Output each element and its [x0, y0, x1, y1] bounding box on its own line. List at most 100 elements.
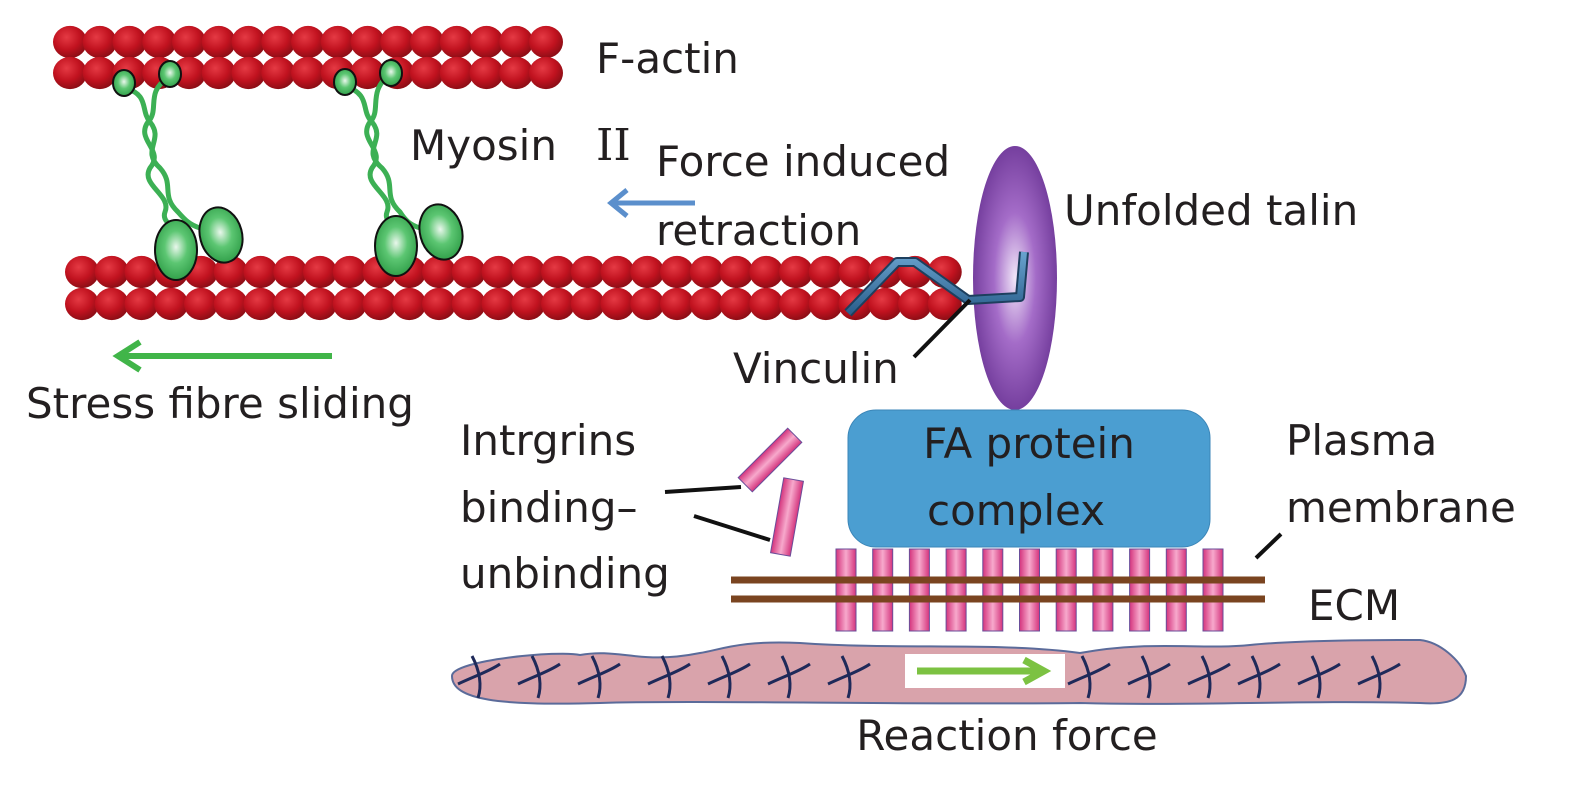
actin-bead	[898, 287, 932, 321]
actin-bead	[481, 255, 516, 289]
ecm-fiber	[827, 662, 871, 686]
actin-bead	[838, 255, 873, 289]
ecm-fiber	[530, 655, 542, 699]
actin-bead	[261, 56, 296, 90]
actin-bead	[529, 25, 563, 59]
actin-bead	[82, 25, 117, 59]
actin-bead	[422, 287, 456, 321]
actin-bead	[927, 287, 962, 321]
integrin-leader-line-2	[693, 514, 771, 542]
actin-bead	[570, 255, 605, 289]
actin-bead	[600, 255, 635, 289]
actin-bead	[469, 25, 504, 59]
integrin-bar	[1202, 548, 1224, 632]
actin-bead	[154, 287, 189, 321]
actin-bead	[499, 56, 534, 90]
force-retraction-label-line1: Force induced	[656, 137, 950, 186]
actin-bead	[439, 25, 474, 59]
actin-bead	[291, 25, 325, 59]
ecm-fiber	[1310, 655, 1322, 699]
integrin-bar	[1165, 548, 1187, 632]
actin-bead	[630, 287, 665, 321]
f-actin-filament-bottom	[65, 255, 962, 321]
ecm-fiber	[1370, 655, 1382, 699]
integrin-bar	[1055, 548, 1077, 632]
actin-bead	[808, 255, 843, 289]
actin-bead	[261, 25, 296, 59]
integrin-bar	[1019, 548, 1040, 632]
actin-bead	[660, 255, 694, 289]
actin-bead	[779, 255, 813, 289]
actin-bead	[779, 287, 813, 321]
actin-bead	[451, 287, 486, 321]
ecm-fiber	[780, 655, 792, 699]
ecm-fiber	[720, 655, 732, 699]
actin-bead	[630, 255, 665, 289]
actin-bead	[53, 56, 87, 90]
ecm-fiber	[577, 662, 621, 686]
actin-bead	[469, 56, 504, 90]
stress-fibre-arrow	[112, 339, 332, 373]
ecm-fiber	[1187, 662, 1231, 686]
vinculin-shape	[845, 251, 1027, 316]
integrins-label-line2: binding–	[460, 483, 638, 532]
actin-bead	[184, 287, 218, 321]
actin-bead	[660, 287, 694, 321]
actin-bead	[529, 56, 563, 90]
actin-bead	[350, 25, 385, 59]
ecm-fiber	[1297, 662, 1341, 686]
actin-bead	[719, 287, 754, 321]
actin-bead	[124, 255, 159, 289]
bound-integrins	[835, 548, 1224, 632]
plasma-membrane-label-line2: membrane	[1286, 483, 1516, 532]
actin-bead	[332, 255, 367, 289]
integrin-bar	[945, 548, 967, 632]
integrin-bar	[872, 548, 894, 632]
actin-bead	[362, 287, 397, 321]
myosin-motor-2	[333, 59, 464, 277]
actin-bead	[172, 25, 206, 59]
integrins-label-line3: unbinding	[460, 549, 670, 598]
myosin-roman-label: II	[596, 120, 631, 171]
plasma-membrane-leader-line	[1254, 532, 1283, 560]
actin-bead	[719, 255, 754, 289]
vinculin-label: Vinculin	[733, 344, 899, 393]
ecm-fiber	[1250, 655, 1262, 699]
integrins-label-line1: Intrgrins	[460, 416, 636, 465]
actin-bead	[570, 287, 605, 321]
actin-bead	[231, 25, 266, 59]
myosin-motor-1	[112, 60, 244, 281]
actin-bead	[350, 56, 385, 90]
actin-bead	[124, 287, 159, 321]
ecm-fiber	[517, 662, 561, 686]
ecm-fiber	[1127, 662, 1171, 686]
actin-bead	[749, 255, 784, 289]
ecm-fiber	[590, 655, 602, 699]
actin-bead	[82, 56, 117, 90]
actin-bead	[392, 287, 427, 321]
fa-complex-label-line2: complex	[927, 486, 1105, 535]
actin-bead	[94, 255, 129, 289]
unfolded-talin-label: Unfolded talin	[1064, 186, 1358, 235]
ecm-fiber	[1237, 662, 1281, 686]
f-actin-label: F-actin	[596, 34, 739, 83]
actin-bead	[481, 287, 516, 321]
force-retraction-label-line2: retraction	[656, 206, 861, 255]
actin-bead	[422, 255, 456, 289]
fa-protein-complex-box	[847, 409, 1211, 548]
ecm-fibers	[457, 655, 1401, 699]
unbound-integrin-2	[769, 477, 805, 557]
actin-bead	[273, 287, 308, 321]
integrin-bar	[835, 548, 857, 632]
actin-bead	[410, 56, 444, 90]
ecm-fiber	[647, 662, 691, 686]
actin-bead	[320, 25, 355, 59]
actin-bead	[303, 287, 337, 321]
ecm-fiber	[660, 655, 672, 699]
ecm-fiber	[470, 655, 482, 699]
ecm-fiber	[1140, 655, 1152, 699]
unbound-integrin-1	[737, 427, 803, 493]
actin-bead	[53, 25, 87, 59]
actin-bead	[511, 287, 546, 321]
actin-bead	[511, 255, 546, 289]
